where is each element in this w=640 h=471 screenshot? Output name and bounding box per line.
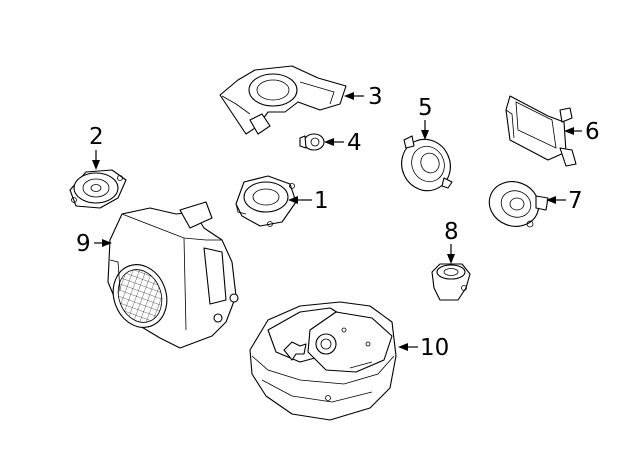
arrowhead-9: [102, 239, 112, 247]
arrowhead-8: [447, 254, 455, 264]
callout-labels: 1 2 3 4 5 6 7 8 9 10: [76, 84, 600, 361]
part-1-speaker[interactable]: [235, 175, 297, 227]
callout-arrows: [92, 92, 582, 351]
part-7-speaker[interactable]: [483, 175, 549, 233]
arrowhead-2: [92, 160, 100, 170]
part-10-subwoofer[interactable]: [249, 301, 397, 421]
callout-8: 8: [444, 219, 459, 245]
part-8-speaker[interactable]: [431, 263, 471, 301]
arrowhead-7: [546, 196, 556, 204]
callout-10: 10: [420, 335, 449, 361]
arrowhead-3: [344, 92, 354, 100]
arrowhead-6: [564, 127, 574, 135]
callout-7: 7: [568, 188, 583, 214]
callout-4: 4: [347, 130, 362, 156]
callout-6: 6: [585, 119, 600, 145]
callout-2: 2: [89, 124, 104, 150]
part-4-clip[interactable]: [299, 133, 325, 151]
arrowhead-4: [324, 138, 334, 146]
part-9-enclosure[interactable]: [105, 201, 239, 349]
callout-3: 3: [368, 84, 383, 110]
arrowhead-10: [398, 343, 408, 351]
arrowhead-1: [288, 196, 298, 204]
part-2-speaker[interactable]: [69, 169, 127, 209]
callout-5: 5: [418, 95, 433, 121]
callout-9: 9: [76, 231, 91, 257]
part-6-module[interactable]: [505, 95, 577, 167]
callout-1: 1: [314, 188, 329, 214]
part-5-speaker[interactable]: [393, 131, 458, 198]
part-3-bracket[interactable]: [219, 65, 347, 135]
arrowhead-5: [421, 130, 429, 140]
